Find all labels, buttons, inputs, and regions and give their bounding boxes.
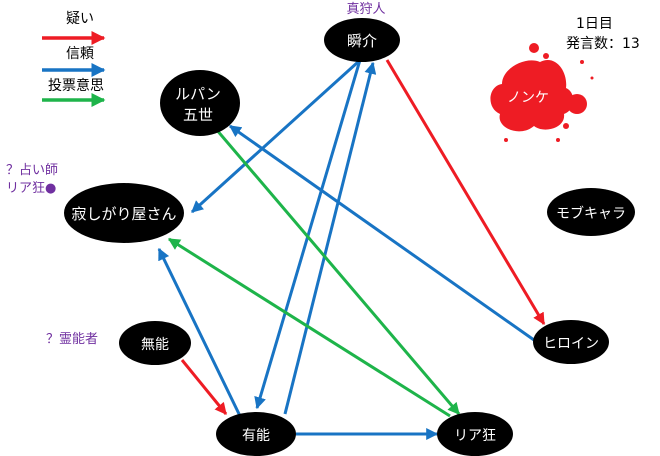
node-munou-label: 無能 — [141, 337, 169, 353]
node-heroine[interactable]: ヒロイン — [533, 320, 609, 364]
node-lupin-label-line2: 五世 — [183, 106, 213, 124]
legend-vote-label: 投票意思 — [48, 77, 104, 94]
sabishi-result-tag: リア狂● — [6, 181, 56, 196]
node-lupin[interactable]: ルパン 五世 — [160, 70, 240, 136]
arrow-yuunou-trusts-shunsuke — [283, 61, 377, 415]
node-lupin-label-line1: ルパン — [175, 85, 221, 103]
sabishi-claim-tag: ？占い師 — [6, 163, 58, 178]
statement-count: 発言数：13 — [566, 36, 640, 52]
arrow-shunsuke-trusts-yuunou — [254, 59, 362, 410]
node-riakyou[interactable]: リア狂 — [437, 412, 513, 456]
munou-claim-tag: ？霊能者 — [46, 332, 98, 347]
arrow-riakyou-votes-sabishi — [167, 237, 451, 418]
node-mobu-label: モブキャラ — [556, 205, 626, 222]
node-nonke[interactable]: ノンケ — [507, 90, 549, 106]
node-nonke-label: ノンケ — [507, 90, 549, 106]
node-yuunou-label: 有能 — [242, 428, 270, 444]
arrow-munou-doubts-yuunou — [180, 359, 228, 415]
node-shunsuke-label: 瞬介 — [347, 32, 377, 50]
shunsuke-role-tag: 真狩人 — [346, 2, 385, 17]
node-yuunou[interactable]: 有能 — [216, 412, 296, 456]
legend-trust-label: 信頼 — [66, 46, 94, 62]
arrow-shunsuke-trusts-sabishi — [190, 60, 360, 214]
arrow-shunsuke-doubts-heroine — [385, 59, 546, 326]
blood-splatter — [490, 43, 594, 142]
node-sabishi-label: 寂しがり屋さん — [71, 205, 176, 223]
legend-doubt-label: 疑い — [66, 11, 94, 27]
node-heroine-label: ヒロイン — [543, 336, 599, 352]
arrow-heroine-trusts-lupin — [229, 124, 535, 342]
node-munou[interactable]: 無能 — [119, 321, 191, 365]
node-sabishi[interactable]: 寂しがり屋さん — [64, 183, 184, 243]
day-label: 1日目 — [576, 16, 613, 32]
node-riakyou-label: リア狂 — [454, 428, 496, 444]
node-shunsuke[interactable]: 瞬介 — [324, 18, 400, 62]
node-mobu[interactable]: モブキャラ — [547, 188, 635, 236]
legend: 疑い 信頼 投票意思 — [42, 11, 106, 107]
arrow-yuunou-trusts-sabishi — [157, 247, 242, 417]
arrow-lupin-votes-riakyou — [208, 121, 461, 415]
